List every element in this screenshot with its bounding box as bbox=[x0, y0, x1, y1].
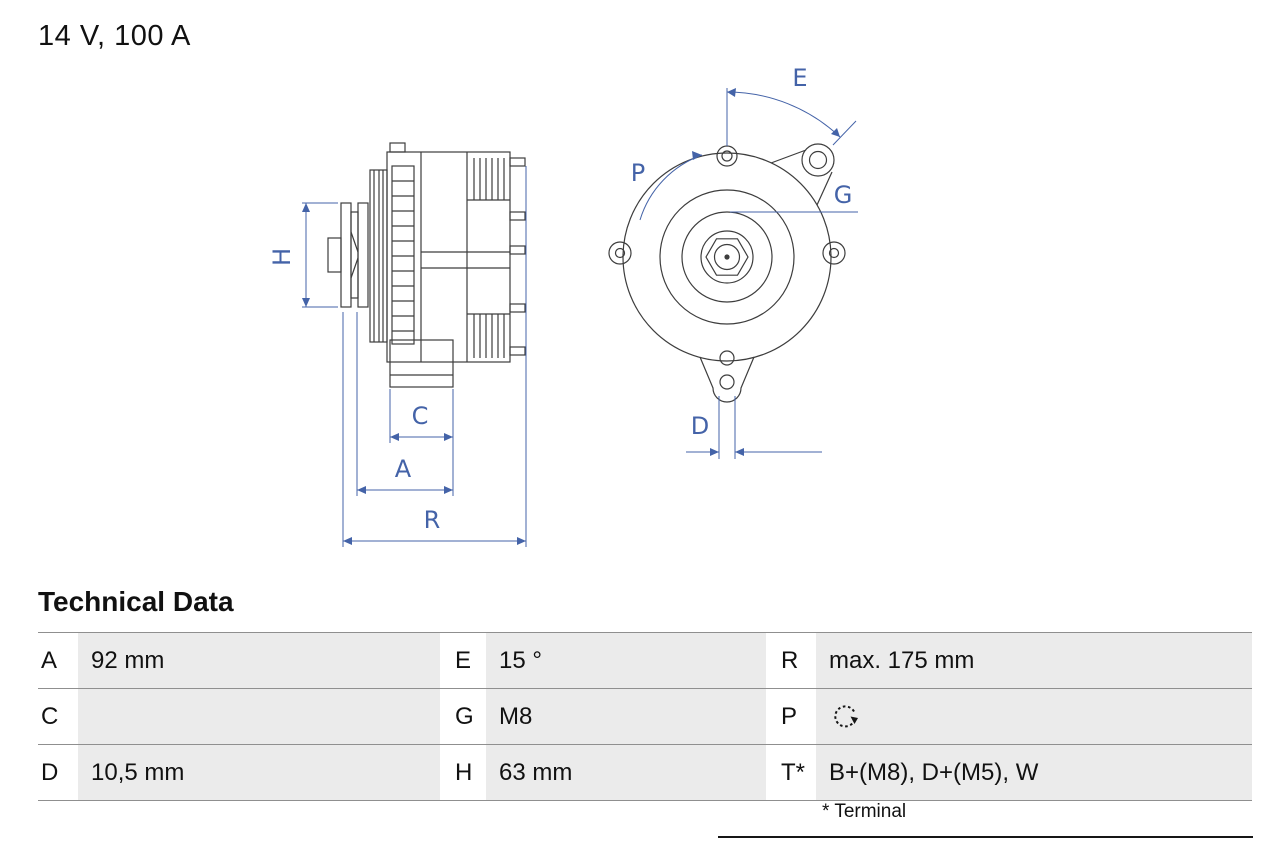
dim-label-p: P bbox=[631, 159, 645, 187]
cell-value-r: max. 175 mm bbox=[816, 633, 1252, 688]
cell-key-a: A bbox=[38, 633, 78, 688]
dim-label-r: R bbox=[424, 506, 441, 534]
cell-value-e: 15 ° bbox=[486, 633, 766, 688]
dim-label-d: D bbox=[691, 412, 709, 440]
table-row: C G M8 P bbox=[38, 688, 1252, 744]
cell-key-p: P bbox=[766, 689, 816, 744]
technical-drawing: H C A R bbox=[268, 64, 858, 547]
cell-key-d: D bbox=[38, 745, 78, 800]
cell-value-p bbox=[816, 689, 1252, 744]
cell-key-r: R bbox=[766, 633, 816, 688]
table-row: A 92 mm E 15 ° R max. 175 mm bbox=[38, 632, 1252, 688]
cell-key-e: E bbox=[440, 633, 486, 688]
cell-value-d: 10,5 mm bbox=[78, 745, 440, 800]
rotation-direction-icon bbox=[834, 704, 858, 727]
dim-label-e: E bbox=[792, 64, 807, 92]
voltage-amperage-title: 14 V, 100 A bbox=[38, 20, 191, 52]
bottom-rule bbox=[718, 836, 1253, 838]
cell-value-c bbox=[78, 689, 440, 744]
front-view-dimensions: E P G D bbox=[631, 64, 858, 459]
cell-key-g: G bbox=[440, 689, 486, 744]
cell-value-a: 92 mm bbox=[78, 633, 440, 688]
cell-key-c: C bbox=[38, 689, 78, 744]
cell-value-h: 63 mm bbox=[486, 745, 766, 800]
dim-label-a: A bbox=[395, 455, 412, 483]
side-view-drawing bbox=[327, 142, 526, 388]
cell-key-t: T* bbox=[766, 745, 816, 800]
cell-value-t: B+(M8), D+(M5), W bbox=[816, 745, 1252, 800]
dim-label-c: C bbox=[412, 402, 429, 430]
table-row: D 10,5 mm H 63 mm T* B+(M8), D+(M5), W bbox=[38, 744, 1252, 801]
technical-data-table: A 92 mm E 15 ° R max. 175 mm C G M8 P D … bbox=[38, 632, 1252, 801]
cell-value-g: M8 bbox=[486, 689, 766, 744]
cell-key-h: H bbox=[440, 745, 486, 800]
dim-label-h: H bbox=[268, 248, 296, 266]
dim-label-g: G bbox=[834, 181, 853, 209]
terminal-footnote: * Terminal bbox=[822, 801, 907, 822]
technical-data-heading: Technical Data bbox=[38, 586, 234, 617]
front-view-drawing bbox=[608, 143, 846, 403]
side-view-dimensions: H C A R bbox=[268, 166, 527, 547]
